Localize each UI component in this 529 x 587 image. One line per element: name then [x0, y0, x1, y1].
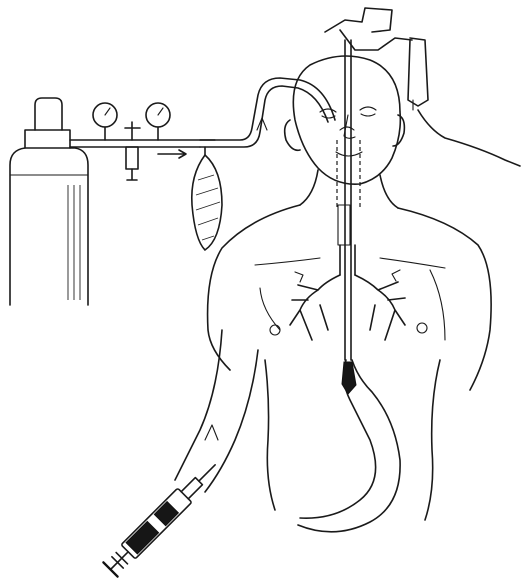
pressure-gauge-left: [93, 103, 117, 140]
breathing-tube: [200, 78, 335, 147]
syringe: [103, 458, 222, 577]
patient-torso: [208, 170, 492, 520]
oxygen-cylinder: [10, 98, 88, 305]
gas-line-assembly: [70, 103, 215, 180]
pressure-gauge-right: [146, 103, 170, 140]
flow-arrow: [158, 150, 186, 158]
reservoir-bag: [192, 147, 222, 250]
flow-regulator: [125, 122, 140, 180]
stomach-tube: [298, 360, 400, 532]
bronchial-tree: [290, 270, 405, 340]
trachea-tube: [337, 140, 360, 275]
